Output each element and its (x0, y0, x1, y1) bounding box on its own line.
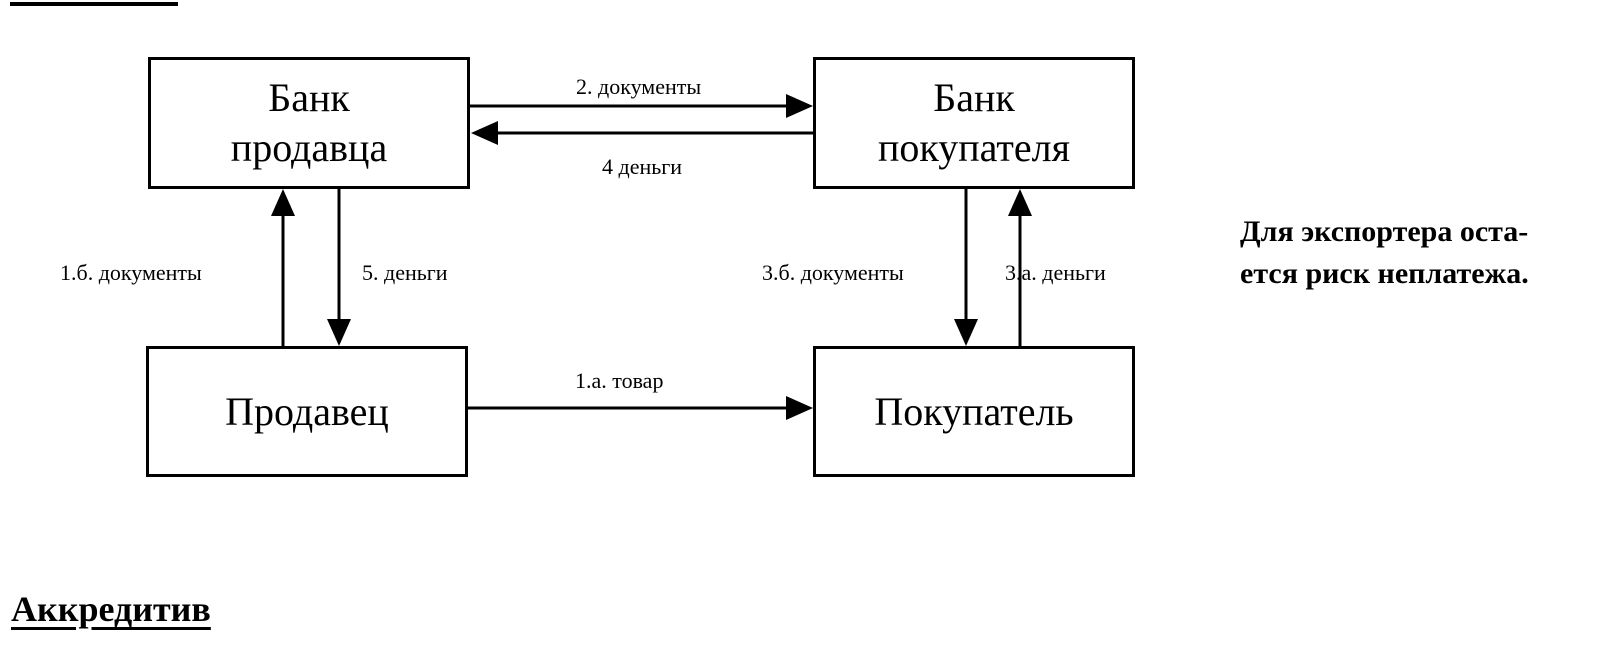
top-rule (10, 2, 178, 6)
buyer-label: Покупатель (874, 388, 1074, 434)
buyer-bank-node: Банк покупателя (813, 57, 1135, 189)
flow-label-documents-3b: 3.б. документы (762, 260, 904, 285)
flow-label-money-5: 5. деньги (362, 260, 448, 285)
buyer-node: Покупатель (813, 346, 1135, 477)
flow-label-goods-1a: 1.а. товар (575, 368, 664, 393)
seller-node: Продавец (146, 346, 468, 477)
flow-label-money-4: 4 деньги (602, 154, 683, 179)
flow-label-money-3a: 3.а. деньги (1005, 260, 1106, 285)
arrow-goods-1a-head (786, 396, 813, 420)
arrow-documents-1b-head (271, 189, 295, 216)
arrow-documents-3b-head (954, 319, 978, 346)
arrow-money-5-head (327, 319, 351, 346)
seller-label: Продавец (225, 388, 389, 434)
seller-bank-node: Банк продавца (148, 57, 470, 189)
buyer-bank-label-line2: покупателя (878, 125, 1070, 170)
seller-bank-label-line1: Банк (268, 75, 350, 120)
seller-bank-label-line2: продавца (230, 125, 388, 170)
arrow-documents-2-head (786, 94, 813, 118)
buyer-bank-label-line1: Банк (933, 75, 1015, 120)
risk-note: Для экспортера оста- ется риск неплатежа… (1240, 211, 1529, 295)
risk-note-line1: Для экспортера оста- (1240, 215, 1529, 248)
arrow-money-4-head (471, 121, 498, 145)
flow-label-documents-2: 2. документы (576, 74, 702, 99)
risk-note-line2: ется риск неплатежа. (1240, 257, 1529, 290)
arrow-money-3a-head (1008, 189, 1032, 216)
section-title: Аккредитив (11, 589, 211, 629)
flow-label-documents-1b: 1.б. документы (60, 260, 202, 285)
